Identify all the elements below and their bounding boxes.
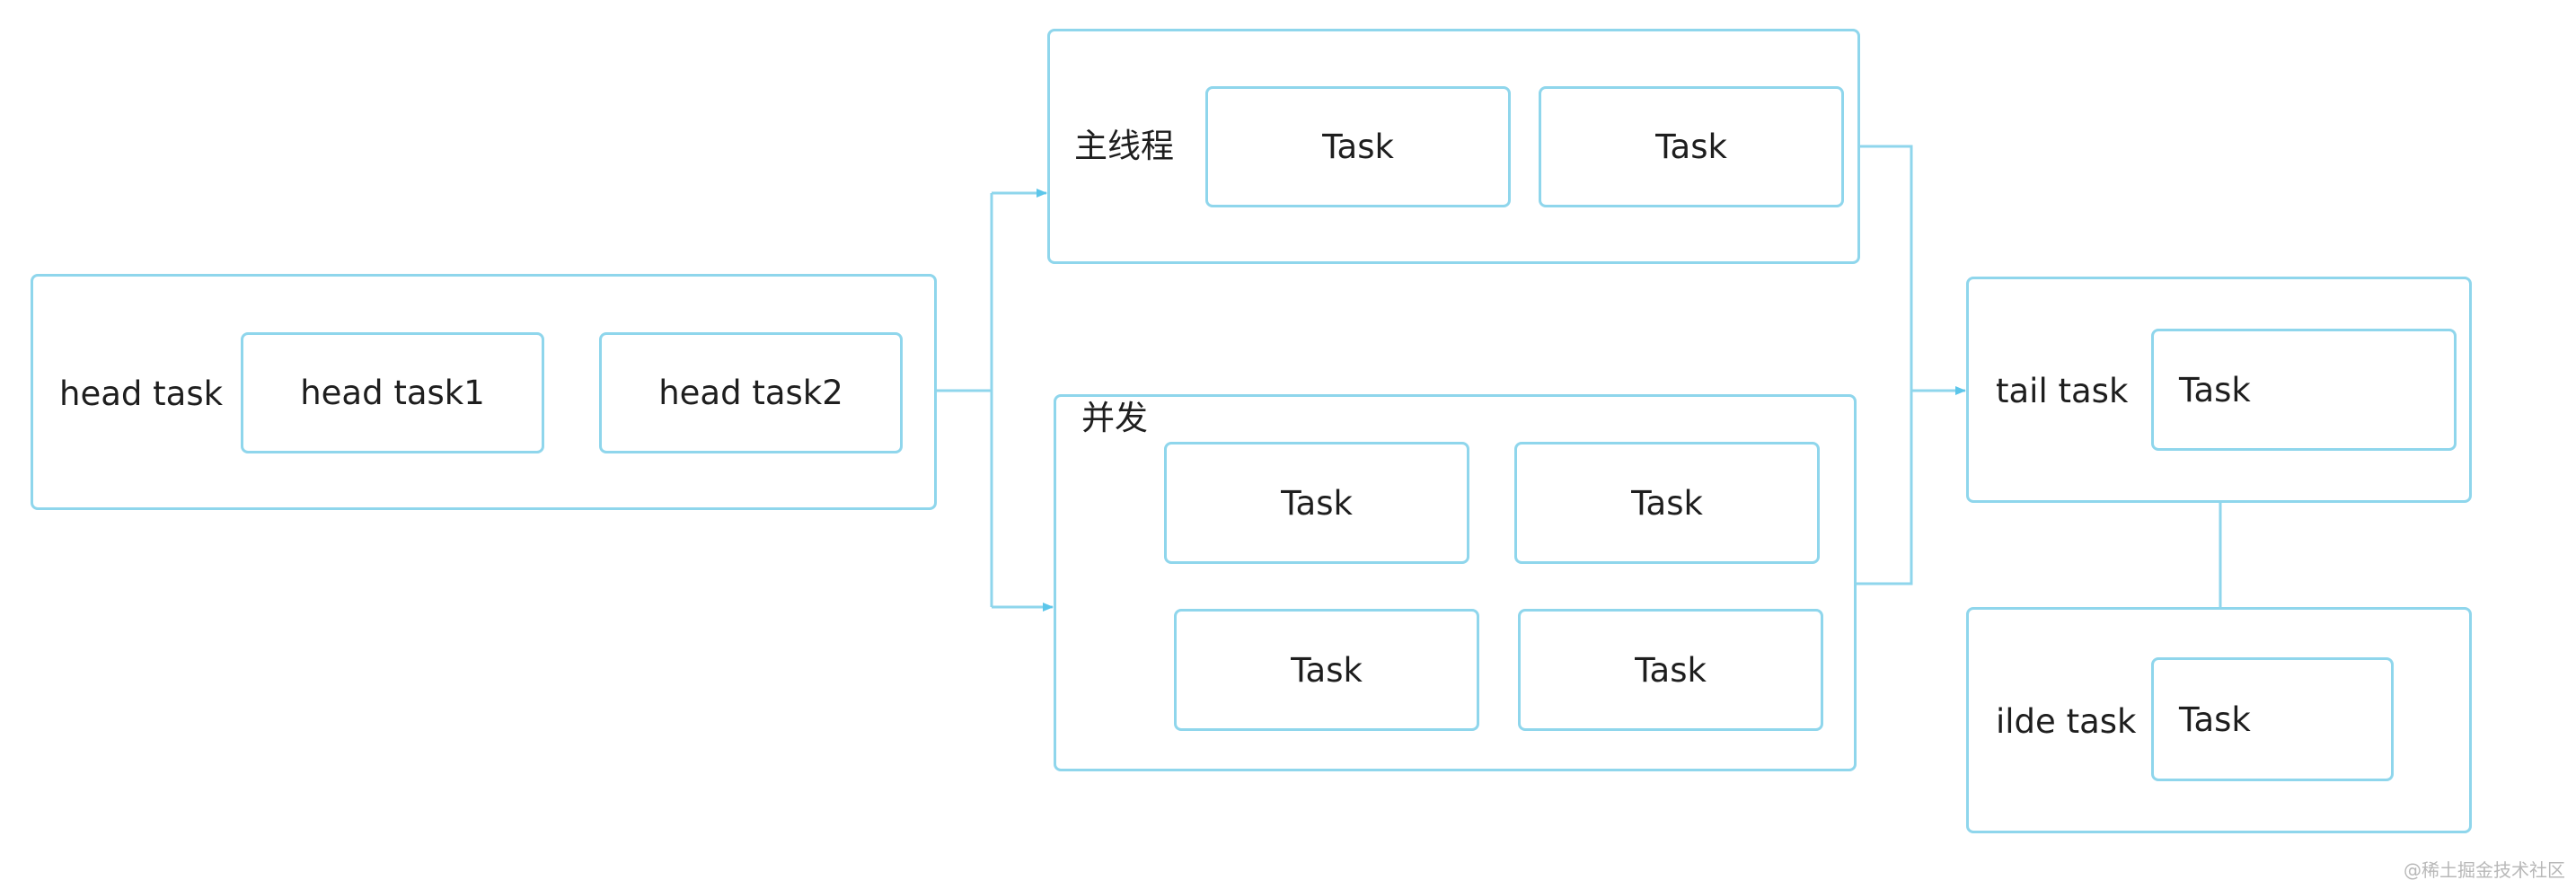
head-task2-node[interactable]: head task2 [599,332,903,453]
watermark: @稀土掘金技术社区 [2404,859,2565,881]
idle-task-node[interactable]: Task [2151,657,2394,781]
head-task1-node[interactable]: head task1 [241,332,544,453]
tail-task-group-label: tail task [1996,372,2129,410]
concurrent-task-3[interactable]: Task [1174,609,1479,731]
head-task-group-label: head task [59,374,224,413]
main-thread-task-2[interactable]: Task [1539,86,1844,207]
concurrent-task-4[interactable]: Task [1518,609,1823,731]
idle-task-group-label: ilde task [1996,702,2137,741]
concurrent-task-2[interactable]: Task [1514,442,1820,564]
main-thread-group-label: 主线程 [1074,127,1174,165]
concurrent-task-1[interactable]: Task [1164,442,1469,564]
connector-main-out [1857,145,1913,585]
main-thread-task-1[interactable]: Task [1205,86,1511,207]
concurrent-group-label: 并发 [1081,399,1148,437]
tail-task-node[interactable]: Task [2151,329,2457,451]
